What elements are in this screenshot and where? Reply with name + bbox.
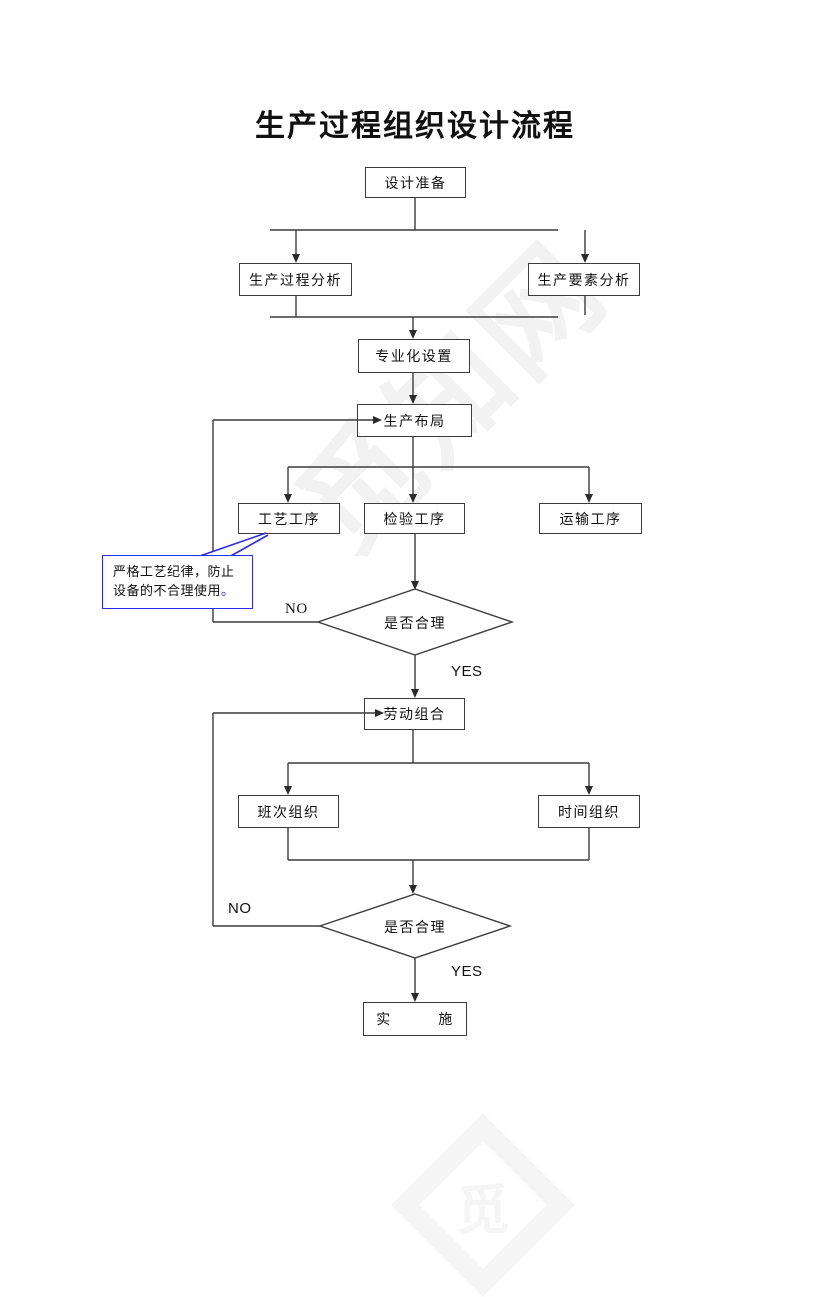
callout-period: 。 (221, 583, 235, 598)
callout-note: 严格工艺纪律，防止设备的不合理使用。 (102, 555, 253, 609)
node-design-prep: 设计准备 (365, 167, 466, 198)
decision-1-label: 是否合理 (384, 615, 446, 631)
node-specialization: 专业化设置 (358, 339, 470, 373)
node-factor-analysis: 生产要素分析 (528, 263, 640, 296)
edge-label-yes-1: YES (451, 663, 483, 680)
page-title: 生产过程组织设计流程 (255, 110, 575, 143)
decision-diamond-2 (317, 893, 513, 959)
callout-line-2: 设备的不合理使用 (113, 583, 222, 598)
callout-line-1: 严格工艺纪律，防止 (113, 564, 235, 579)
edge-label-no-1: NO (285, 601, 308, 617)
decision-2-label: 是否合理 (384, 919, 446, 935)
flowchart-canvas: 觅知网 觅 (102, 110, 642, 1297)
edge-label-no-2: NO (228, 900, 252, 917)
node-labor-organization: 劳动组合 (364, 698, 465, 730)
decision-diamond-1 (315, 588, 515, 656)
node-implement: 实 施 (363, 1002, 467, 1036)
node-process-analysis: 生产过程分析 (239, 263, 352, 296)
node-shift-organization: 班次组织 (238, 795, 339, 828)
edge-label-yes-2: YES (451, 963, 483, 980)
node-transport-process: 运输工序 (539, 503, 642, 534)
node-craft-process: 工艺工序 (238, 503, 340, 534)
node-inspection-process: 检验工序 (364, 503, 465, 534)
feedback-arrows (196, 416, 384, 717)
flow-connectors (212, 198, 593, 1002)
node-time-organization: 时间组织 (538, 795, 640, 828)
